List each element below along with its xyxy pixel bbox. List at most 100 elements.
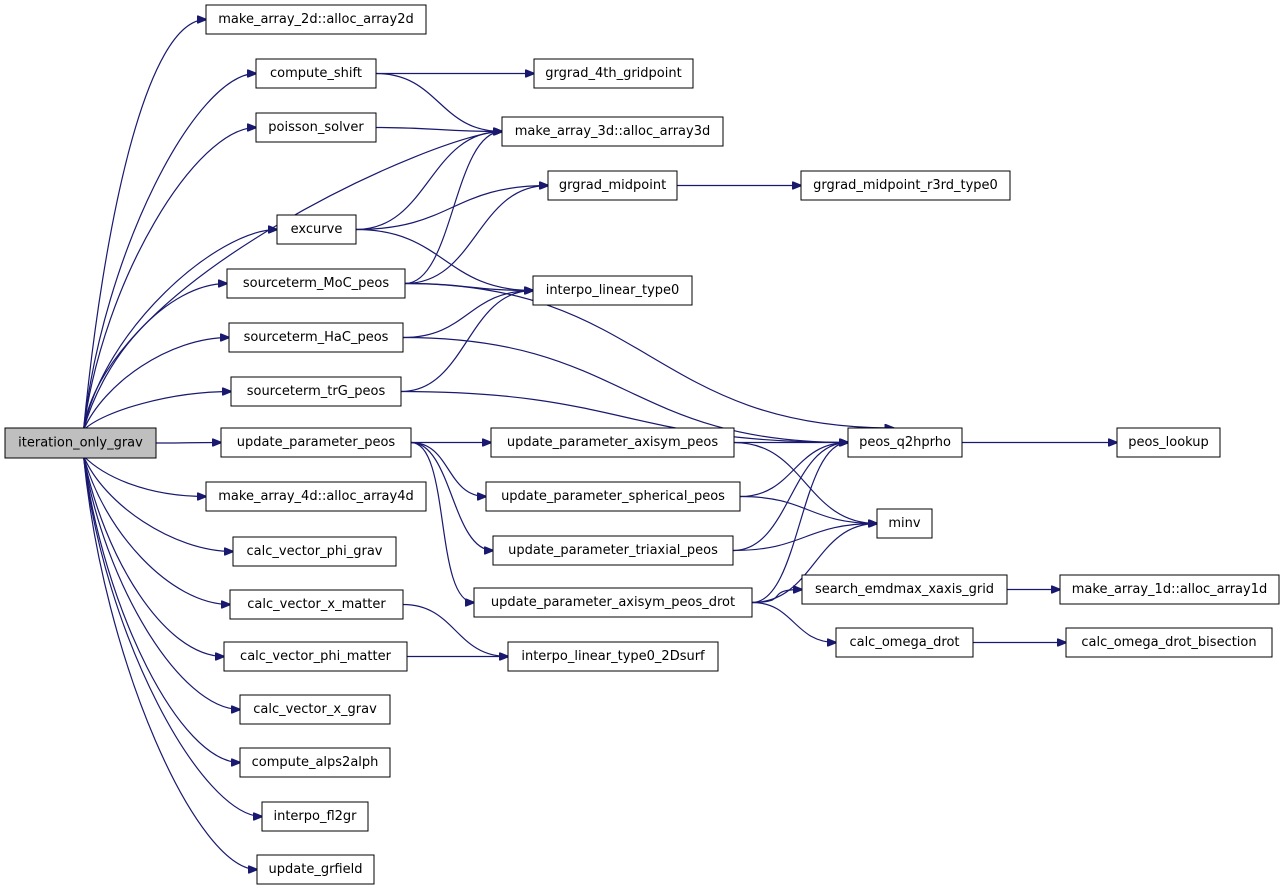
edge-upp-to-uptri: [410, 441, 493, 551]
node-box: [801, 574, 1008, 605]
node-upsph[interactable]: update_parameter_spherical_peos: [485, 481, 741, 512]
node-poisson[interactable]: poisson_solver: [255, 112, 377, 143]
edge-uptri-to-q2h: [732, 443, 848, 552]
node-box: [229, 589, 404, 620]
edge-line: [83, 455, 206, 497]
edge-trg-to-interp0: [400, 291, 533, 393]
edge-root-to-cvpg: [82, 455, 233, 552]
edge-cshift-to-n3d: [375, 72, 502, 132]
node-cvpg[interactable]: calc_vector_phi_grav: [232, 536, 397, 567]
node-fl2gr[interactable]: interpo_fl2gr: [261, 801, 369, 832]
node-cvxg[interactable]: calc_vector_x_grav: [239, 694, 391, 725]
node-upaxd[interactable]: update_parameter_axisym_peos_drot: [473, 587, 753, 618]
edge-line: [355, 132, 502, 231]
node-n1d[interactable]: make_array_1d::alloc_array1d: [1059, 574, 1280, 605]
node-cvxm[interactable]: calc_vector_x_matter: [229, 589, 404, 620]
node-g4th[interactable]: grgrad_4th_gridpoint: [533, 58, 694, 89]
node-lookup[interactable]: peos_lookup: [1116, 427, 1221, 458]
node-interp0[interactable]: interpo_linear_type0: [532, 275, 693, 306]
node-gmidr3[interactable]: grgrad_midpoint_r3rd_type0: [800, 170, 1011, 201]
node-comega[interactable]: calc_omega_drot: [835, 627, 974, 658]
node-box: [220, 427, 412, 458]
node-cshift[interactable]: compute_shift: [255, 58, 377, 89]
node-box: [507, 641, 719, 672]
edge-line: [739, 495, 877, 524]
node-trg[interactable]: sourceterm_trG_peos: [230, 376, 402, 407]
node-label: excurve: [291, 222, 343, 237]
edge-excurve-to-n3d: [355, 132, 502, 231]
node-comegab[interactable]: calc_omega_drot_bisection: [1065, 627, 1273, 658]
edge-line: [355, 186, 548, 231]
edge-upaxd-to-comega: [751, 601, 836, 643]
node-uptri[interactable]: update_parameter_triaxial_peos: [492, 535, 734, 566]
node-box: [485, 481, 741, 512]
node-label: calc_omega_drot: [849, 635, 959, 650]
node-minv[interactable]: minv: [876, 508, 933, 539]
node-layer: iteration_only_grav make_array_2d::alloc_…: [4, 4, 1280, 885]
node-label: compute_shift: [270, 66, 362, 81]
node-label: update_parameter_axisym_peos: [507, 435, 719, 450]
edge-excurve-to-gmid: [355, 186, 548, 231]
node-box: [473, 587, 753, 618]
edge-excurve-to-interp0: [355, 228, 533, 291]
node-i2d[interactable]: interpo_linear_type0_2Dsurf: [507, 641, 719, 672]
node-label: iteration_only_grav: [18, 436, 143, 451]
node-excurve[interactable]: excurve: [276, 214, 357, 245]
node-label: compute_alps2alph: [252, 755, 379, 770]
edge-line: [82, 338, 229, 431]
node-hac[interactable]: sourceterm_HaC_peos: [228, 322, 404, 353]
node-upp[interactable]: update_parameter_peos: [220, 427, 412, 458]
node-label: calc_omega_drot_bisection: [1081, 635, 1256, 650]
edge-line: [82, 455, 224, 657]
edge-upp-to-upaxd: [410, 441, 474, 603]
node-upax[interactable]: update_parameter_axisym_peos: [490, 427, 735, 458]
edge-root-to-cvxm: [82, 455, 230, 605]
edge-line: [410, 441, 493, 551]
edge-line: [402, 336, 848, 443]
edge-root-to-hac: [82, 338, 229, 431]
node-n2d[interactable]: make_array_2d::alloc_array2d: [205, 4, 427, 35]
node-root[interactable]: iteration_only_grav: [4, 427, 157, 459]
node-label: grgrad_midpoint: [559, 178, 666, 193]
node-alps[interactable]: compute_alps2alph: [239, 747, 391, 778]
node-label: update_parameter_axisym_peos_drot: [491, 595, 735, 610]
edge-upsph-to-q2h: [739, 443, 848, 498]
edge-line: [82, 455, 233, 552]
edge-moc-to-n3d: [404, 132, 502, 285]
edge-upaxd-to-minv: [751, 524, 877, 604]
edge-root-to-trg: [83, 392, 231, 431]
edge-line: [739, 443, 848, 498]
node-q2h[interactable]: peos_q2hprho: [847, 427, 963, 458]
edge-line: [402, 291, 533, 339]
node-search[interactable]: search_emdmax_xaxis_grid: [801, 574, 1008, 605]
edge-line: [410, 441, 486, 497]
edge-line: [732, 524, 877, 552]
edge-line: [751, 590, 802, 604]
edge-root-to-fl2gr: [82, 455, 262, 817]
edge-root-to-n2d: [82, 20, 206, 431]
node-gmid[interactable]: grgrad_midpoint: [547, 170, 678, 201]
node-n4d[interactable]: make_array_4d::alloc_array4d: [205, 481, 427, 512]
node-box: [230, 376, 402, 407]
node-cvpm[interactable]: calc_vector_phi_matter: [223, 641, 408, 672]
node-ugr[interactable]: update_grfield: [256, 854, 375, 885]
node-label: make_array_1d::alloc_array1d: [1072, 582, 1267, 597]
node-label: calc_vector_phi_grav: [247, 544, 383, 559]
node-n3d[interactable]: make_array_3d::alloc_array3d: [501, 116, 724, 147]
edge-line: [400, 291, 533, 393]
node-box: [226, 268, 406, 299]
node-label: sourceterm_MoC_peos: [243, 276, 389, 291]
node-label: update_grfield: [269, 862, 363, 877]
edge-line: [402, 603, 508, 657]
node-moc[interactable]: sourceterm_MoC_peos: [226, 268, 406, 299]
edge-upaxd-to-q2h: [751, 443, 848, 604]
edge-hac-to-interp0: [402, 291, 533, 339]
node-box: [223, 641, 408, 672]
node-box: [255, 112, 377, 143]
edge-line: [404, 282, 894, 429]
edge-line: [751, 601, 836, 643]
edge-line: [82, 455, 262, 817]
node-box: [800, 170, 1011, 201]
node-label: calc_vector_x_matter: [247, 597, 386, 612]
